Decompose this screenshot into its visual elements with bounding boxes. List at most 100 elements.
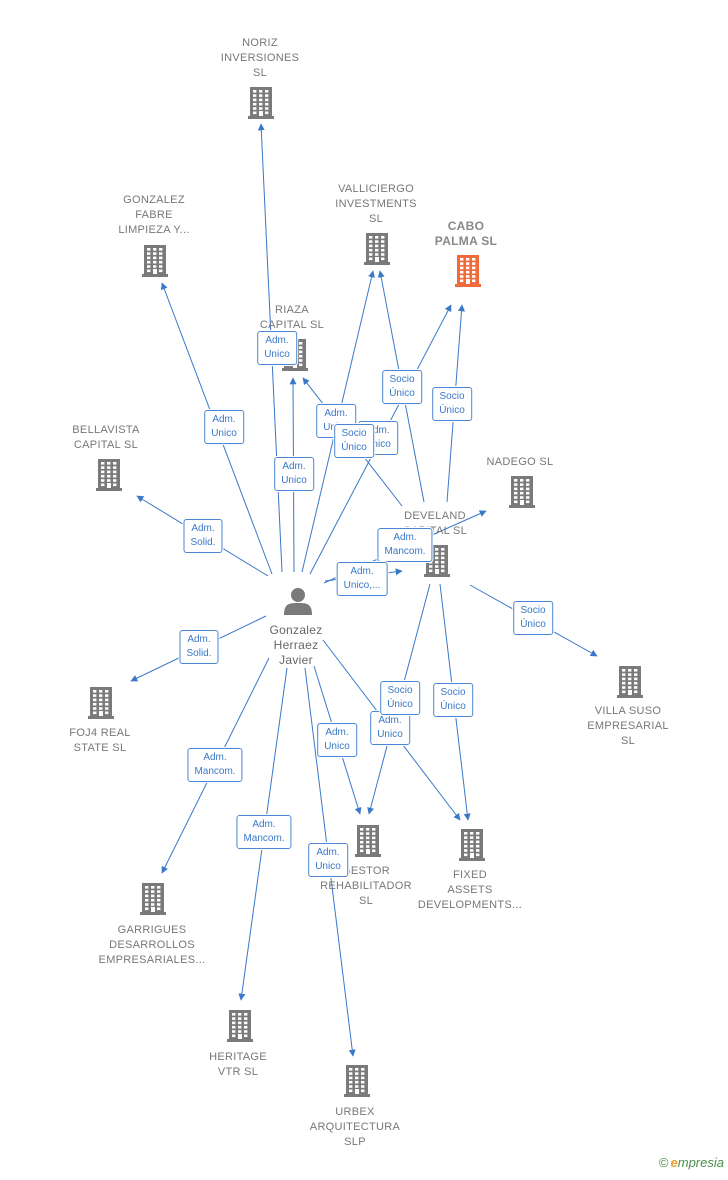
company-label-gestor-line: GESTOR <box>341 865 391 877</box>
company-label-valliciergo-line: SL <box>368 213 384 225</box>
edge-label-person-to-fixed-assets-line: Unico <box>377 729 403 740</box>
edge-label-person-to-noriz[interactable]: Adm. Unico <box>257 331 297 365</box>
building-icon-noriz[interactable] <box>248 87 274 119</box>
company-label-garrigues-line: EMPRESARIALES... <box>98 954 206 966</box>
building-icon-gonzalez-fabre[interactable] <box>142 245 168 277</box>
edge-label-person-to-riaza[interactable]: Adm. Unico <box>274 457 314 491</box>
company-label-valliciergo[interactable]: VALLICIERGO INVESTMENTS SL <box>335 182 417 227</box>
building-icon-gestor[interactable] <box>355 825 381 857</box>
company-label-fixed-assets-line: DEVELOPMENTS... <box>417 899 523 911</box>
edge-label-develand-to-valliciergo-line: Único <box>389 388 415 399</box>
company-label-noriz-line: NORIZ <box>242 37 278 49</box>
edge-label-person-to-heritage-line: Adm. <box>252 819 276 830</box>
company-label-valliciergo-line: VALLICIERGO <box>338 183 414 195</box>
building-icon-bellavista[interactable] <box>96 459 122 491</box>
edge-label-person-to-gonzalez-fabre-line: Unico <box>211 428 237 439</box>
edge-label-person-to-garrigues[interactable]: Adm. Mancom. <box>187 748 243 782</box>
company-label-garrigues-line: DESARROLLOS <box>109 939 195 951</box>
nodes-layer <box>88 87 643 1097</box>
edge-label-person-to-heritage-line: Mancom. <box>243 833 285 844</box>
person-name-label-line: Gonzalez <box>269 623 323 637</box>
company-label-villa-suso-line: VILLA SUSO <box>594 705 662 717</box>
company-label-develand-line: DEVELAND <box>404 510 466 522</box>
edge-label-person-to-nadego[interactable]: Adm. Mancom. <box>377 528 433 562</box>
edge-label-person-to-urbex-line: Unico <box>315 861 341 872</box>
edge-label-person-to-gonzalez-fabre-line: Adm. <box>212 414 236 425</box>
building-icon-garrigues[interactable] <box>140 883 166 915</box>
brand-name: mpresia <box>677 1155 724 1170</box>
edge-label-person-to-foj4-line: Adm. <box>187 634 211 645</box>
edge-label-develand-to-riaza-line: Socio <box>341 428 367 439</box>
company-label-noriz-line: SL <box>252 67 268 79</box>
edge-label-person-to-urbex[interactable]: Adm. Unico <box>308 843 348 877</box>
edge-label-develand-to-gestor-line: Único <box>387 699 413 710</box>
edge-label-person-to-gestor[interactable]: Adm.Unico <box>317 723 357 757</box>
building-icon-cabo-palma[interactable] <box>455 255 481 287</box>
company-label-villa-suso[interactable]: VILLA SUSO EMPRESARIAL SL <box>587 704 669 749</box>
edge-label-person-to-bellavista[interactable]: Adm.Solid. <box>183 519 223 553</box>
edge-label-person-to-valliciergo-line: Adm. <box>324 408 348 419</box>
company-label-gonzalez-fabre-line: LIMPIEZA Y... <box>118 224 190 236</box>
company-label-bellavista-line: BELLAVISTA <box>72 424 140 436</box>
company-label-heritage-line: VTR SL <box>217 1066 259 1078</box>
edge-label-person-to-foj4[interactable]: Adm.Solid. <box>179 630 219 664</box>
company-label-noriz-line: INVERSIONES <box>220 52 300 64</box>
company-label-foj4-line: FOJ4 REAL <box>69 727 131 739</box>
edge-label-person-to-riaza-line: Adm. <box>282 461 306 472</box>
edge-label-person-to-urbex-line: Adm. <box>316 847 340 858</box>
building-icon-urbex[interactable] <box>344 1065 370 1097</box>
copyright-footer[interactable]: ©empresia <box>659 1155 724 1170</box>
edge-label-develand-to-riaza-line: Único <box>341 442 367 453</box>
edge-label-develand-to-cabo-palma-line: Único <box>439 405 465 416</box>
edge-label-person-to-garrigues-line: Mancom. <box>194 766 236 777</box>
edge-label-person-to-noriz-line: Adm. <box>265 335 289 346</box>
person-icon[interactable] <box>284 588 312 615</box>
edge-label-person-to-develand-line: Unico,... <box>343 580 381 591</box>
company-label-bellavista-line: CAPITAL SL <box>73 439 139 451</box>
company-label-noriz[interactable]: NORIZ INVERSIONES SL <box>221 36 300 81</box>
company-label-bellavista[interactable]: BELLAVISTA CAPITAL SL <box>72 423 139 453</box>
edge-label-person-to-riaza-line: Unico <box>281 475 307 486</box>
company-label-villa-suso-line: SL <box>620 735 636 747</box>
company-label-valliciergo-line: INVESTMENTS <box>335 198 417 210</box>
edge-label-person-to-fixed-assets[interactable]: Adm.Unico <box>370 711 410 745</box>
company-label-villa-suso-line: EMPRESARIAL <box>587 720 669 732</box>
edge-label-person-to-gestor-line: Adm. <box>325 727 349 738</box>
company-label-riaza-line: CAPITAL SL <box>259 319 325 331</box>
person-name-label-line: Herraez <box>273 638 319 652</box>
building-icon-nadego[interactable] <box>509 476 535 508</box>
edge-label-person-to-bellavista-line: Solid. <box>190 537 216 548</box>
edge-label-develand-to-valliciergo-line: Socio <box>389 374 415 385</box>
edge-label-person-to-gonzalez-fabre[interactable]: Adm. Unico <box>204 410 244 444</box>
building-icon-fixed-assets[interactable] <box>459 829 485 861</box>
company-label-nadego[interactable]: NADEGO SL <box>487 455 554 470</box>
edge-label-person-to-develand[interactable]: Adm.Unico,... <box>336 562 388 596</box>
edge-label-person-to-nadego-line: Mancom. <box>384 546 426 557</box>
building-icon-valliciergo[interactable] <box>364 233 390 265</box>
edge-label-person-to-nadego-line: Adm. <box>393 532 417 543</box>
building-icon-foj4[interactable] <box>88 687 114 719</box>
building-icon-villa-suso[interactable] <box>617 666 643 698</box>
edge-label-person-to-garrigues-line: Adm. <box>203 752 227 763</box>
building-icon-heritage[interactable] <box>227 1010 253 1042</box>
company-label-urbex-line: SLP <box>344 1136 366 1148</box>
edge-label-develand-to-fixed-assets-line: Socio <box>440 687 466 698</box>
edge-label-person-to-noriz-line: Unico <box>264 349 290 360</box>
edge-label-person-to-heritage[interactable]: Adm. Mancom. <box>236 815 292 849</box>
